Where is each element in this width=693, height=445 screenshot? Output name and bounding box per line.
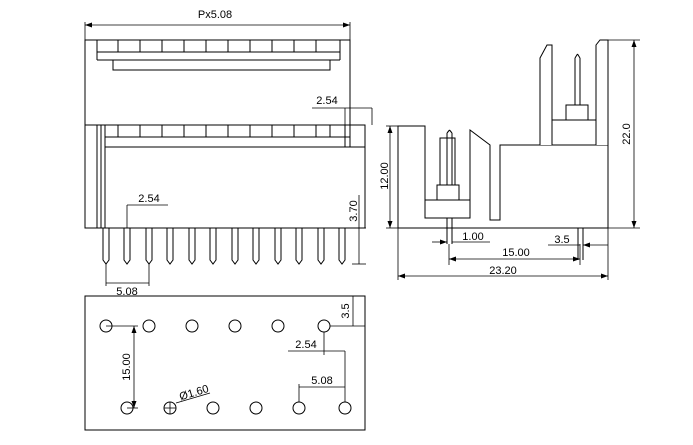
side-height-label: 12.00 bbox=[379, 162, 391, 190]
front-lower-housing bbox=[84, 124, 366, 229]
top-edge-label: 3.5 bbox=[340, 303, 352, 318]
pcb-pitch-label: 5.08 bbox=[311, 375, 332, 387]
row-spacing-label: 15.00 bbox=[121, 353, 133, 381]
front-key-slot bbox=[112, 59, 331, 71]
front-view bbox=[84, 22, 373, 286]
pin-height-label: 3.70 bbox=[348, 200, 360, 221]
front-pins bbox=[102, 228, 346, 265]
pin-offset-label: 1.00 bbox=[462, 231, 483, 243]
side-view bbox=[386, 39, 640, 280]
pin-span-label: 15.00 bbox=[502, 247, 530, 259]
pin-pitch-label: 2.54 bbox=[138, 193, 159, 205]
side-total-height-label: 22.0 bbox=[621, 123, 633, 144]
pcb-layout bbox=[84, 295, 366, 431]
pcb-top-row-holes bbox=[99, 319, 331, 333]
front-upper-ribs bbox=[117, 40, 317, 52]
hole-diameter-leader bbox=[175, 392, 211, 404]
pin-spacing-label: 5.08 bbox=[116, 286, 137, 298]
column-offset-label: 2.54 bbox=[295, 339, 316, 351]
side-total-width-label: 23.20 bbox=[489, 265, 517, 277]
upper-pitch-label: 2.54 bbox=[316, 95, 337, 107]
pitch-label: Px5.08 bbox=[198, 9, 232, 21]
front-lower-ribs bbox=[117, 125, 331, 137]
edge-offset-label: 3.5 bbox=[554, 234, 569, 246]
front-upper-housing bbox=[84, 39, 351, 126]
